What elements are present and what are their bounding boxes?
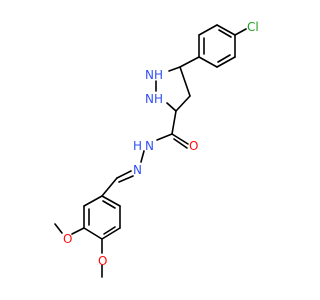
molecule-diagram: Cl NH NH O N H N O O <box>54 20 259 278</box>
chlorophenyl-ring <box>198 24 236 68</box>
pyrazolidine-ring <box>155 56 200 112</box>
hydrazide-h-label: H <box>133 139 142 153</box>
dimethoxyphenyl-ring <box>83 195 121 240</box>
pyrazolidine-nh-top-label: NH <box>145 68 163 82</box>
methoxy-oxygen-4-label: O <box>98 254 107 268</box>
carbohydrazide <box>140 110 189 163</box>
c-cl-bond <box>234 28 247 36</box>
imine-linker <box>101 170 134 197</box>
pyrazolidine-nh-bottom-label: NH <box>145 92 163 106</box>
chlorine-atom-label: Cl <box>247 20 259 34</box>
hydrazide-n-label: N <box>145 139 154 153</box>
methoxy-group-3 <box>54 223 85 235</box>
methoxy-oxygen-3-label: O <box>63 232 72 246</box>
carbonyl-oxygen-label: O <box>189 139 198 153</box>
imine-n-label: N <box>133 163 142 177</box>
aryl-ring-link-bond <box>179 56 200 68</box>
